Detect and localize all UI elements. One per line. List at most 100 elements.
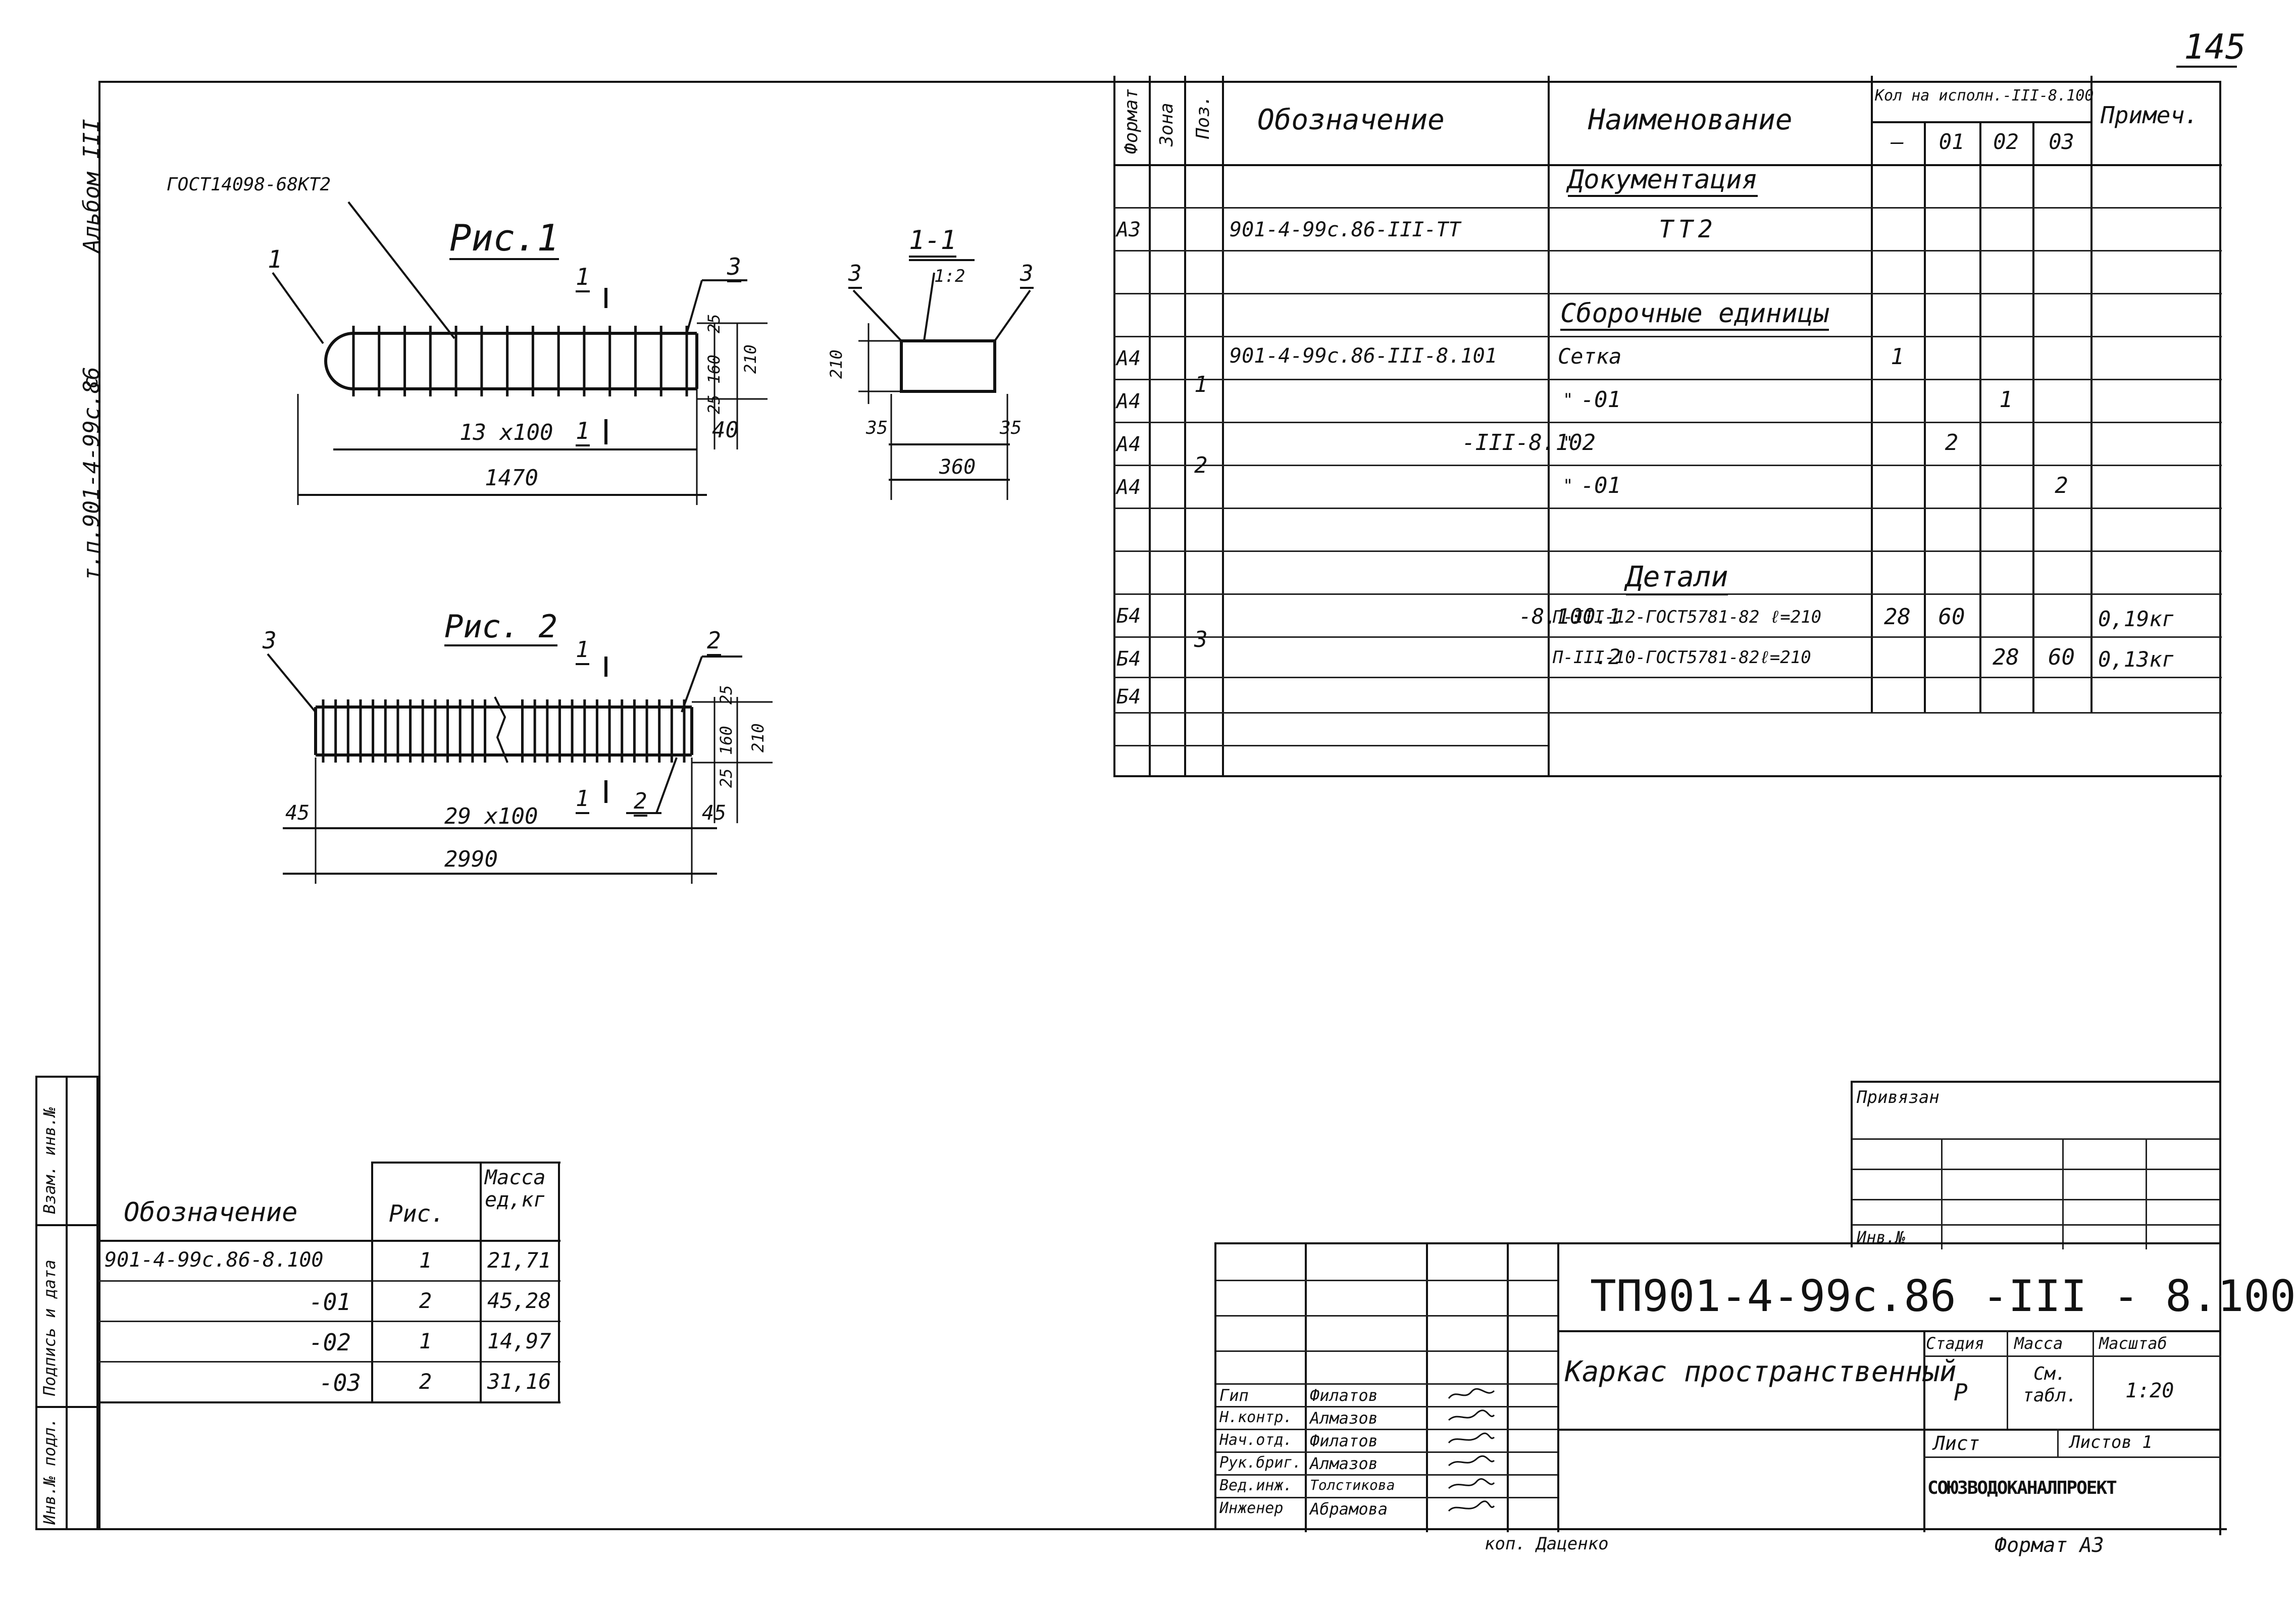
spec-row-sep-7 <box>1113 465 2222 466</box>
priv-sep-3 <box>1853 1199 2219 1200</box>
spec-table: Формат Зона Поз. Обозначение Наименовани… <box>1113 76 2222 778</box>
left-stamp-divider <box>66 1078 68 1528</box>
mass-h-fig: Рис. <box>389 1200 445 1227</box>
tb-name-1: Алмазов <box>1310 1408 1378 1428</box>
left-stamp-sep1 <box>37 1224 96 1226</box>
fig1-dim-total: 1470 <box>485 465 538 491</box>
mass-header-bottom <box>98 1240 560 1242</box>
fig2-pos3: 3 <box>263 627 277 654</box>
spec-row0-format: А3 <box>1116 218 1141 241</box>
tb-name-bottom <box>1557 1429 2221 1431</box>
tb-stage: Р <box>1954 1379 1968 1406</box>
mass-row2-fig: 1 <box>419 1329 432 1353</box>
spec-row4-format: А4 <box>1116 476 1141 499</box>
fig1-sec-mark-bottom: 1 <box>576 419 590 446</box>
mass-row1-designation: -01 <box>309 1288 351 1316</box>
spec-row-sep-9 <box>1113 550 2222 552</box>
spec-row4-designation: -01 <box>1580 473 1621 498</box>
tb-role-1: Н.контр. <box>1219 1408 1293 1426</box>
spec-row5-note: 0,19кг <box>2098 607 2175 631</box>
spec-col-line-9 <box>2090 76 2093 712</box>
tb-sheets-label: Листов 1 <box>2070 1432 2153 1452</box>
tb-name-0: Филатов <box>1310 1386 1378 1405</box>
tb-scale: 1:20 <box>2125 1379 2174 1402</box>
spec-row-sep-2 <box>1113 250 2222 251</box>
tb-role-0: Гип <box>1219 1386 1249 1405</box>
tb-role-3: Рук.бриг. <box>1219 1454 1302 1472</box>
frame-right <box>2219 81 2221 1535</box>
spec-col-line-6 <box>1924 121 1926 712</box>
spec-row5-format: Б4 <box>1116 604 1141 628</box>
tb-stage-col-2 <box>2093 1330 2094 1429</box>
mass-table: Обозначение Рис. Масса ед,кг 901-4-99с.8… <box>98 1162 560 1414</box>
fig1-dim-25-bot: 25 <box>704 394 724 414</box>
spec-row5-pos: 3 <box>1194 627 1208 652</box>
spec-row6-q2: 28 <box>1993 644 2019 670</box>
spec-h-format: Формат <box>1121 88 1142 154</box>
fig2-sec-mark-top: 1 <box>576 639 589 665</box>
tb-doc-name: Каркас пространственный <box>1565 1355 1957 1388</box>
mass-row2-designation: -02 <box>309 1329 351 1356</box>
spec-row6-format: Б4 <box>1116 647 1141 671</box>
tb-name-3: Алмазов <box>1310 1454 1378 1473</box>
section-title: 1-1 <box>909 227 956 258</box>
mass-bottom <box>98 1401 560 1403</box>
mass-row0-fig: 1 <box>419 1248 432 1273</box>
mass-h-mass: Масса ед,кг <box>485 1166 546 1212</box>
tb-sheet-sep <box>1923 1456 2221 1458</box>
mass-row-sep-3 <box>98 1361 560 1363</box>
mass-row-sep-1 <box>98 1280 560 1282</box>
section-scale: 1:2 <box>934 266 965 286</box>
section-dim-360: 360 <box>939 456 976 479</box>
fig2-dim-spacing: 29 х100 <box>444 803 538 829</box>
section-dim-35-left: 35 <box>866 418 888 438</box>
fig2-dim-160: 160 <box>717 726 736 755</box>
tb-name-5: Абрамова <box>1310 1499 1388 1519</box>
fig2-dim-25-bot: 25 <box>717 768 736 788</box>
tb-role-4: Вед.инж. <box>1219 1477 1293 1494</box>
fig1-dim-40: 40 <box>712 417 739 443</box>
spec-row-sep-4 <box>1113 336 2222 337</box>
tb-stage-sep <box>1923 1355 2221 1357</box>
spec-col-line-5 <box>1871 76 1873 712</box>
fig1-sec-mark-top: 1 <box>576 265 590 292</box>
spec-row3-name: " <box>1563 433 1573 453</box>
fig1-gost: ГОСТ14098-68КТ2 <box>167 174 331 195</box>
tb-mass-label: Масса <box>2014 1334 2063 1353</box>
mass-row2-mass: 14,97 <box>487 1329 551 1353</box>
spec-row5-name: П-III-12-ГОСТ5781-82 ℓ=210 <box>1553 607 1822 627</box>
mass-h-designation: Обозначение <box>124 1197 298 1228</box>
left-stamp-sep2 <box>37 1406 96 1408</box>
tb-name-4: Толстикова <box>1310 1477 1395 1493</box>
spec-row3-q1: 2 <box>1945 430 1959 456</box>
mass-row1-mass: 45,28 <box>487 1288 551 1313</box>
page-number-rule <box>2176 66 2237 68</box>
tb-name-2: Филатов <box>1310 1431 1378 1450</box>
spec-col-line-3 <box>1222 76 1224 775</box>
privyazan-block: Привязан Инв.№ <box>1851 1081 2219 1249</box>
mass-row0-mass: 21,71 <box>487 1248 551 1273</box>
spec-row6-name: П-III-10-ГОСТ5781-82ℓ=210 <box>1553 647 1811 668</box>
page-number: 145 <box>2184 27 2246 67</box>
spec-row3-pos: 2 <box>1194 452 1208 478</box>
spec-col-line-4 <box>1548 76 1550 775</box>
title-block: Гип Филатов Н.контр. Алмазов Нач.отд. Фи… <box>1214 1242 2296 1532</box>
spec-row0-name: ТТ2 <box>1659 215 1718 243</box>
spec-row6-note: 0,13кг <box>2098 647 2175 672</box>
spec-row1-designation: 901-4-99с.86-III-8.101 <box>1230 344 1497 368</box>
spec-sec-docs: Документация <box>1568 167 1758 197</box>
fig1-dim-spacing: 13 х100 <box>460 420 553 445</box>
tb-sheet-col <box>2057 1429 2059 1456</box>
mass-row3-mass: 31,16 <box>487 1369 551 1394</box>
fig2-dim-total: 2990 <box>444 846 498 872</box>
section-pos3-left: 3 <box>848 263 862 289</box>
spec-row1-format: А4 <box>1116 347 1141 370</box>
mass-row0-designation: 901-4-99с.86-8.100 <box>105 1248 324 1272</box>
fig1-geometry <box>272 201 768 505</box>
priv-sep-4 <box>1853 1224 2219 1226</box>
spec-row6-designation: .2 <box>1595 644 1621 669</box>
copy-note: коп. Даценко <box>1485 1534 1609 1554</box>
spec-h-q1: 01 <box>1938 129 1965 154</box>
spec-row2-name: " <box>1563 390 1573 410</box>
